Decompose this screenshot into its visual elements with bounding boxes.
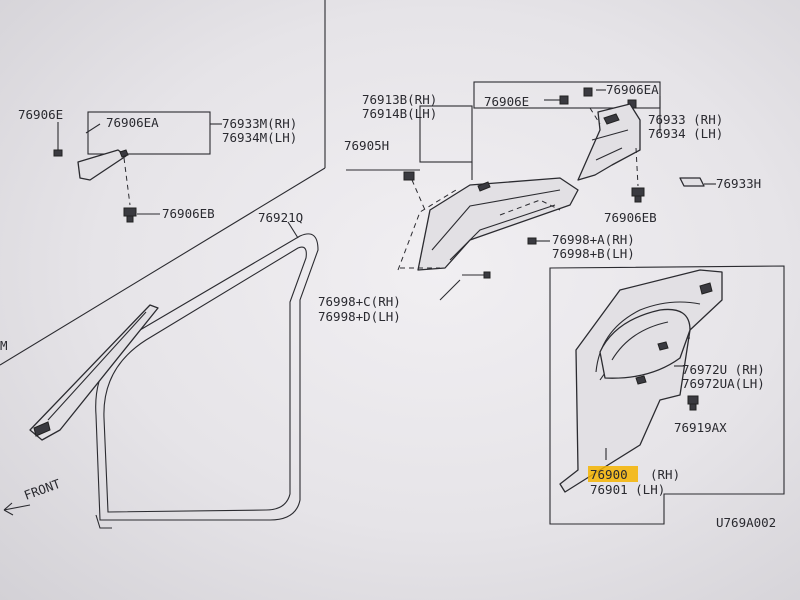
group-box-76913b (419, 105, 473, 163)
screw-76998c (462, 271, 491, 279)
label-76934m: 76934M(LH) (222, 130, 297, 145)
part-76921q-weatherstrip (95, 233, 319, 529)
label-76919ax: 76919AX (674, 420, 727, 435)
clip-76919ax (687, 395, 699, 411)
label-76998b: 76998+B(LH) (552, 246, 635, 261)
label-76933m: 76933M(RH) (222, 116, 297, 131)
label-76934: 76934 (LH) (648, 126, 723, 141)
label-76906ea-left: 76906EA (106, 115, 159, 130)
group-box-76933m (87, 111, 211, 155)
label-front: FRONT (22, 476, 63, 503)
dash-76906e-right (589, 107, 601, 125)
label-76914b: 76914B(LH) (362, 106, 437, 121)
fastener-76906eb-right (631, 187, 645, 203)
label-76933: 76933 (RH) (648, 112, 723, 127)
clip-76906e-left (53, 149, 63, 157)
label-76906ea-right: 76906EA (606, 82, 659, 97)
frame-line-diagonal (0, 167, 326, 366)
part-76933m-trim (77, 149, 129, 181)
fastener-76906eb-left (123, 207, 137, 223)
clip-76905h (403, 171, 415, 181)
label-76972u: 76972U (RH) (682, 362, 765, 377)
part-a-pillar-trim (29, 304, 159, 441)
label-76921q: 76921Q (258, 210, 303, 225)
dash-76906eb-left (123, 157, 131, 206)
label-76972ua: 76972UA(LH) (682, 376, 765, 391)
label-76913b: 76913B(RH) (362, 92, 437, 107)
dash-76906eb-right (635, 147, 639, 187)
leader-76921q (287, 221, 299, 239)
label-76905h: 76905H (344, 138, 389, 153)
part-76933h-cap (679, 177, 705, 187)
label-76900-side: (RH) (650, 467, 680, 482)
label-76906e-right: 76906E (484, 94, 529, 109)
label-76906e: 76906E (18, 107, 63, 122)
part-76933-c-pillar-trim (577, 103, 641, 181)
group-box-76906ea-right (473, 81, 661, 109)
label-76933h: 76933H (716, 176, 761, 191)
leader-76998c (439, 279, 461, 301)
dash-center (397, 189, 561, 271)
label-76906eb-right: 76906EB (604, 210, 657, 225)
part-76900-rear-side-trim (559, 269, 723, 493)
label-76901: 76901 (LH) (590, 482, 665, 497)
label-76998a: 76998+A(RH) (552, 232, 635, 247)
dash-76905h (411, 179, 426, 211)
clip-76906e-right (559, 95, 569, 105)
label-76998c: 76998+C(RH) (318, 294, 401, 309)
front-arrow-icon (3, 502, 31, 516)
label-diagram-code: U769A002 (716, 515, 776, 530)
label-76900: 76900 (590, 467, 628, 482)
inset-box-76900 (549, 265, 785, 525)
leader-76906ea-left (85, 123, 101, 134)
label-76998d: 76998+D(LH) (318, 309, 401, 324)
label-76906eb-left: 76906EB (162, 206, 215, 221)
label-edge-m: M (0, 338, 8, 353)
highlight-76900 (588, 466, 638, 482)
screw-76998a (527, 237, 550, 245)
